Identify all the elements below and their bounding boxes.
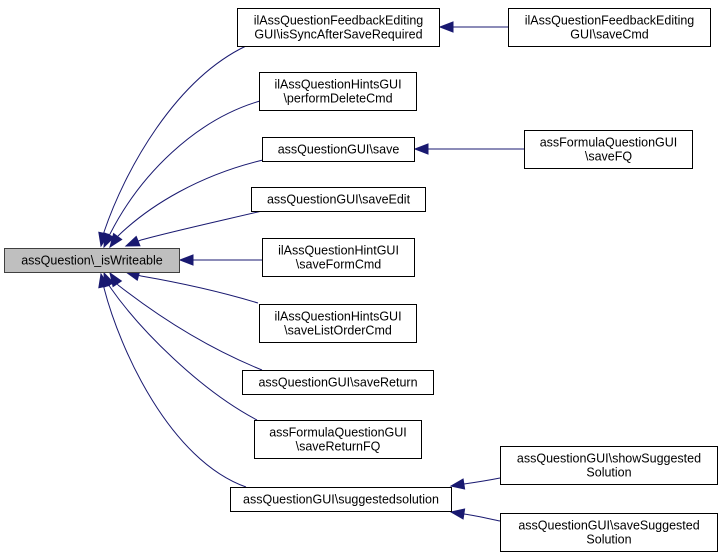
edge-n2-root (103, 100, 261, 249)
node-label: Solution (586, 533, 631, 547)
edge-n4-root (124, 210, 263, 247)
node-box[interactable] (4, 248, 180, 273)
node-box[interactable] (262, 137, 415, 162)
node-label: assQuestion\_isWriteable (21, 254, 163, 268)
node-label: \saveListOrderCmd (284, 324, 392, 338)
caller-node[interactable]: assQuestionGUI\saveEdit (251, 187, 426, 212)
node-label: \saveFormCmd (296, 258, 381, 272)
node-box[interactable] (262, 238, 415, 277)
edge-line (103, 287, 247, 488)
node-label: assQuestionGUI\saveSuggested (518, 519, 699, 533)
edge-line (117, 159, 264, 237)
edge-line (140, 210, 263, 241)
root-node[interactable]: assQuestion\_isWriteable (4, 248, 180, 273)
node-label: assQuestionGUI\saveEdit (267, 193, 411, 207)
node-box[interactable] (500, 446, 718, 485)
caller-node[interactable]: assFormulaQuestionGUI\saveFQ (524, 130, 693, 169)
node-label: GUI\saveCmd (570, 28, 649, 42)
edge-line (463, 513, 501, 522)
caller-node[interactable]: ilAssQuestionHintGUI\saveFormCmd (262, 238, 415, 277)
node-box[interactable] (242, 370, 434, 395)
node-label: ilAssQuestionHintsGUI (274, 78, 401, 92)
edge-n11-n3 (413, 143, 524, 155)
edge-n1-root (98, 45, 247, 248)
node-label: GUI\isSyncAfterSaveRequired (254, 28, 422, 42)
edge-n3-root (109, 159, 264, 249)
node-box[interactable] (254, 420, 422, 459)
caller-node[interactable]: ilAssQuestionFeedbackEditingGUI\isSyncAf… (237, 8, 440, 47)
node-label: Solution (586, 466, 631, 480)
node-label: assQuestionGUI\showSuggested (517, 452, 701, 466)
node-box[interactable] (500, 513, 718, 552)
node-box[interactable] (251, 187, 426, 212)
edge-line-end (109, 272, 119, 286)
caller-node[interactable]: assQuestionGUI\save (262, 137, 415, 162)
node-label: \saveReturnFQ (296, 440, 381, 454)
node-label: \saveFQ (585, 150, 633, 164)
edge-n13-n9 (449, 508, 501, 522)
edge-line (463, 477, 501, 485)
caller-node[interactable]: assQuestionGUI\suggestedsolution (230, 487, 452, 512)
edge-n9-root (98, 272, 247, 488)
node-label: \performDeleteCmd (283, 92, 392, 106)
node-label: ilAssQuestionHintGUI (278, 244, 399, 258)
node-label: assFormulaQuestionGUI (269, 426, 407, 440)
edge-n8-root (103, 271, 258, 421)
edge-line (140, 275, 259, 304)
edge-line-end (103, 233, 111, 248)
edge-line-end (100, 231, 105, 247)
node-label: assQuestionGUI\saveReturn (258, 376, 417, 390)
edge-line-end (109, 235, 119, 248)
node-box[interactable] (508, 8, 711, 47)
node-box[interactable] (237, 8, 440, 47)
edge-n12-n9 (449, 477, 501, 490)
node-label: ilAssQuestionFeedbackEditing (525, 14, 695, 28)
node-label: assQuestionGUI\suggestedsolution (243, 493, 439, 507)
edge-line-end (103, 272, 111, 288)
node-label: ilAssQuestionHintsGUI (274, 310, 401, 324)
caller-node[interactable]: ilAssQuestionHintsGUI\performDeleteCmd (259, 72, 417, 111)
edge-n7-root (109, 271, 263, 371)
node-box[interactable] (524, 130, 693, 169)
node-box[interactable] (259, 72, 417, 111)
node-box[interactable] (230, 487, 452, 512)
caller-node[interactable]: ilAssQuestionHintsGUI\saveListOrderCmd (259, 304, 417, 343)
edge-line-end (125, 239, 142, 247)
nodes-layer: assQuestion\_isWriteable ilAssQuestionFee… (4, 8, 718, 552)
node-label: assQuestionGUI\save (278, 143, 400, 157)
node-label: assFormulaQuestionGUI (540, 136, 678, 150)
edge-line-end (450, 511, 465, 515)
edge-line (109, 286, 258, 421)
caller-node[interactable]: assFormulaQuestionGUI\saveReturnFQ (254, 420, 422, 459)
edge-n6-root (124, 269, 259, 304)
node-label: ilAssQuestionFeedbackEditing (254, 14, 424, 28)
edge-line (103, 45, 247, 233)
edge-line-end (450, 483, 465, 487)
edge-n5-root (178, 254, 262, 266)
edge-line-end (100, 273, 105, 289)
edge-line (117, 284, 263, 371)
edge-n10-n1 (438, 21, 508, 33)
caller-node[interactable]: assQuestionGUI\saveReturn (242, 370, 434, 395)
edge-line (109, 100, 261, 235)
node-box[interactable] (259, 304, 417, 343)
